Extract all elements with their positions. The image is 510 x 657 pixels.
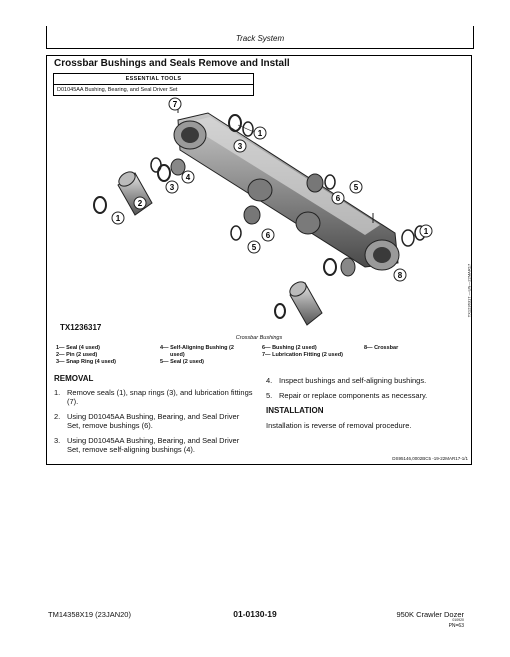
header-title: Track System	[235, 34, 285, 43]
seal-5-upper	[324, 174, 336, 190]
seal-ring-1	[93, 196, 107, 214]
legend-col-2: 4— Self-Aligning Bushing (2 used) 5— Sea…	[160, 345, 234, 365]
removal-step-2: 2.Using D01045AA Bushing, Bearing, and S…	[54, 412, 240, 430]
snap-ring-3	[157, 164, 171, 182]
content-frame	[46, 55, 472, 465]
legend-col-4: 8— Crossbar	[364, 345, 399, 351]
self-aligning-bushing-4	[170, 158, 186, 176]
removal-steps-left: 1.Remove seals (1), snap rings (3), and …	[54, 388, 254, 460]
svg-text:1: 1	[258, 129, 263, 138]
crossbar-exploded-illustration: 7 1 3 4 3 2 1 5 6 6 5 1	[93, 97, 433, 326]
removal-step-5: 5.Repair or replace components as necess…	[266, 391, 428, 400]
footer-page-number: 01-0130-19	[233, 609, 277, 619]
bushing-6-lower	[243, 205, 261, 225]
svg-text:5: 5	[354, 183, 359, 192]
snap-ring-right	[401, 229, 415, 247]
figure-caption: Crossbar Bushings	[235, 335, 283, 341]
installation-text: Installation is reverse of removal proce…	[266, 421, 412, 430]
essential-tools-table: ESSENTIAL TOOLS D01045AA Bushing, Bearin…	[53, 73, 254, 96]
installation-heading: INSTALLATION	[266, 406, 324, 415]
legend-col-3: 6— Bushing (2 used) 7— Lubrication Fitti…	[262, 345, 343, 358]
snap-ring-top	[242, 121, 254, 137]
figure-side-code: TX1236317 —UN—22MAR17	[466, 263, 472, 318]
footer-date-code: 010920	[452, 618, 464, 622]
pin-right-part	[289, 281, 323, 326]
callout-6-lower: 6	[261, 228, 275, 242]
callout-5-lower: 5	[247, 240, 261, 254]
svg-text:3: 3	[170, 183, 175, 192]
legend-col-1: 1— Seal (4 used) 2— Pin (2 used) 3— Snap…	[56, 345, 116, 365]
self-aligning-bushing-right	[340, 257, 356, 277]
seal-ring-top	[228, 114, 242, 132]
pin-left-part	[117, 171, 153, 216]
removal-steps-right: 4.Inspect bushings and self-aligning bus…	[266, 376, 466, 430]
svg-text:6: 6	[336, 194, 341, 203]
callout-1-top: 1	[237, 124, 267, 140]
footer-machine-name: 950K Crawler Dozer	[396, 610, 464, 619]
page-header: Track System	[46, 26, 474, 49]
svg-text:6: 6	[266, 231, 271, 240]
removal-step-4: 4.Inspect bushings and self-aligning bus…	[266, 376, 427, 385]
seal-ring-right	[323, 258, 337, 276]
seal-5-lower	[230, 225, 242, 241]
footer-manual-id: TM14358X19 (23JAN20)	[48, 610, 131, 619]
svg-text:4: 4	[186, 173, 191, 182]
svg-text:3: 3	[238, 142, 243, 151]
removal-step-3: 3.Using D01045AA Bushing, Bearing, and S…	[54, 436, 240, 454]
svg-text:1: 1	[424, 227, 429, 236]
callout-4: 4	[181, 170, 195, 184]
figure-id: TX1236317	[60, 323, 102, 332]
callout-1-right: 1	[419, 224, 433, 238]
svg-text:1: 1	[116, 214, 121, 223]
callout-2: 2	[133, 196, 147, 210]
callout-5-upper: 5	[349, 180, 363, 194]
callout-3: 3	[165, 180, 179, 194]
removal-step-1: 1.Remove seals (1), snap rings (3), and …	[54, 388, 253, 406]
callout-1: 1	[111, 211, 125, 225]
seal-ring-1b	[150, 157, 162, 173]
callout-8: 8	[393, 268, 407, 282]
crossbar-part	[173, 112, 400, 271]
section-title: Crossbar Bushings and Seals Remove and I…	[54, 58, 290, 69]
svg-text:2: 2	[138, 199, 143, 208]
svg-text:7: 7	[173, 100, 178, 109]
svg-text:8: 8	[398, 271, 403, 280]
callout-7: 7	[168, 97, 182, 111]
removal-heading: REMOVAL	[54, 374, 94, 383]
callout-3-top: 3	[233, 139, 247, 153]
document-code: DS95146,0002BC5 -19-22MAR17-1/1	[392, 456, 468, 461]
footer-pn: PN=63	[448, 623, 464, 629]
seal-ring-bottom	[274, 303, 286, 319]
bushing-6-upper	[306, 173, 324, 193]
essential-tools-heading: ESSENTIAL TOOLS	[53, 73, 254, 85]
callout-6-upper: 6	[331, 191, 345, 205]
essential-tools-row: D01045AA Bushing, Bearing, and Seal Driv…	[53, 84, 254, 96]
svg-text:5: 5	[252, 243, 257, 252]
